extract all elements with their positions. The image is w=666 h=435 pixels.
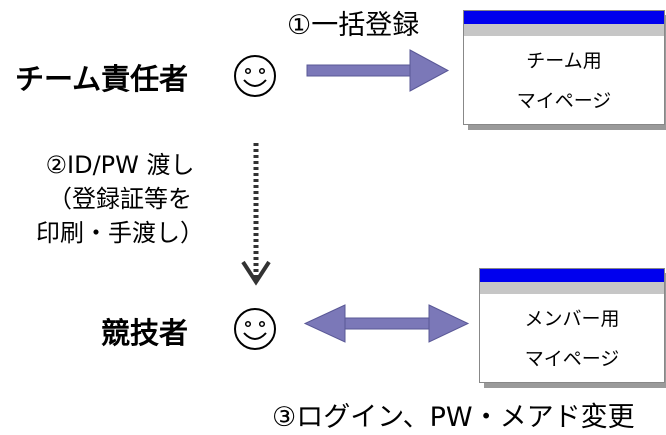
step3-label: ③ログイン、PW・メアド変更 [272, 402, 635, 433]
arrow-right-icon [306, 49, 450, 92]
step2-line2: （登録証等を [48, 185, 192, 213]
step1-label: ①一括登録 [287, 10, 420, 41]
competitor-face-icon [234, 308, 276, 350]
team-leader-face-icon [234, 55, 276, 97]
card-title-bar [480, 269, 664, 282]
team-leader-label: チーム責任者 [15, 62, 189, 96]
arrow-double-icon [303, 304, 470, 343]
step2-line3: 印刷・手渡し） [36, 219, 204, 247]
step2-line1: ②ID/PW 渡し [45, 151, 195, 179]
team-page-line2: マイページ [516, 90, 612, 112]
member-mypage-card: メンバー用 マイページ [479, 268, 665, 383]
team-mypage-card: チーム用 マイページ [463, 10, 665, 125]
member-page-line1: メンバー用 [524, 308, 620, 330]
member-page-line2: マイページ [524, 348, 620, 370]
competitor-label: 競技者 [101, 316, 189, 350]
card-sub-bar [464, 24, 664, 36]
arrow-down-dotted-icon [241, 143, 271, 286]
step2-note: ②ID/PW 渡し （登録証等を 印刷・手渡し） [0, 148, 240, 250]
card-title-bar [464, 11, 664, 24]
card-sub-bar [480, 282, 664, 294]
team-page-line1: チーム用 [526, 50, 602, 72]
